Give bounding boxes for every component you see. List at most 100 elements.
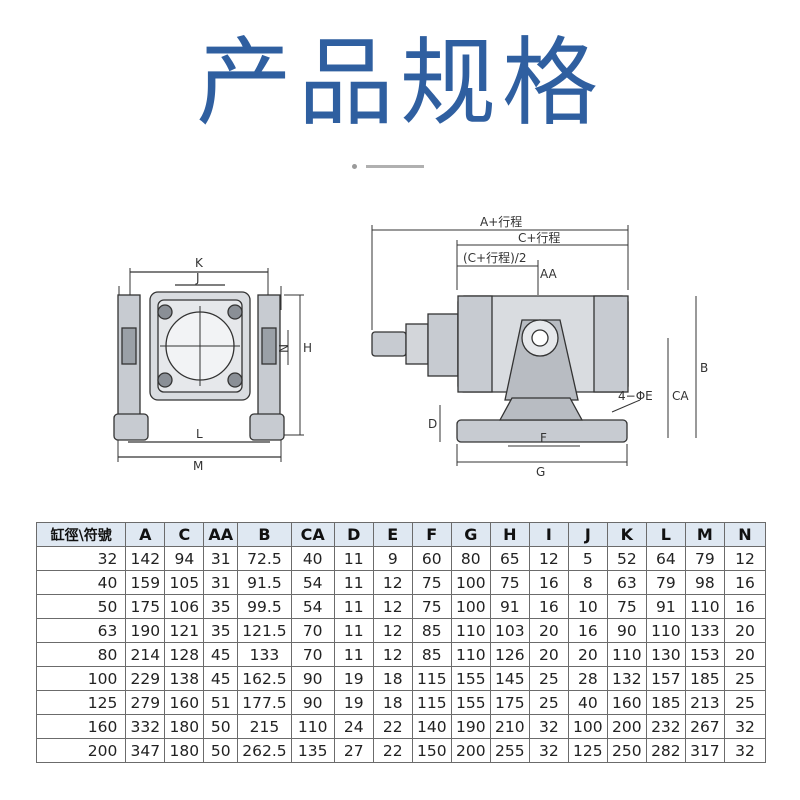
table-cell: 12: [372, 618, 413, 643]
table-cell: 25: [528, 666, 569, 691]
label-B: B: [700, 361, 708, 375]
table-cell: 347: [125, 738, 166, 763]
table-cell: 133: [684, 618, 725, 643]
table-cell: 133: [237, 642, 292, 667]
table-cell: 155: [450, 666, 491, 691]
table-cell: 100: [450, 594, 491, 619]
divider-dot: [352, 164, 357, 169]
table-cell: 215: [237, 714, 292, 739]
table-cell: 25: [723, 666, 767, 691]
table-cell: 185: [684, 666, 725, 691]
table-cell: 125: [567, 738, 608, 763]
table-cell: 75: [606, 594, 647, 619]
label-AA: AA: [540, 267, 558, 281]
table-cell: 282: [645, 738, 686, 763]
table-header-cell: D: [333, 522, 374, 547]
table-cell: 155: [450, 690, 491, 715]
table-cell: 213: [684, 690, 725, 715]
table-cell: 180: [164, 714, 205, 739]
table-cell: 19: [333, 666, 374, 691]
table-cell: 11: [333, 570, 374, 595]
table-cell: 72.5: [237, 546, 292, 571]
table-cell: 64: [645, 546, 686, 571]
table-cell: 25: [723, 690, 767, 715]
table-header-cell: AA: [203, 522, 239, 547]
table-cell: 121.5: [237, 618, 292, 643]
table-cell: 250: [606, 738, 647, 763]
label-C-stroke: C+行程: [518, 230, 560, 245]
label-CA: CA: [672, 389, 689, 403]
table-header-cell: K: [606, 522, 647, 547]
label-K: K: [195, 256, 204, 270]
table-header-cell: G: [450, 522, 491, 547]
table-cell: 45: [203, 642, 239, 667]
table-cell: 65: [489, 546, 530, 571]
drawing-svg: K J N H L M: [113, 214, 708, 479]
label-M: M: [193, 459, 203, 473]
table-cell: 110: [606, 642, 647, 667]
table-header-cell: 缸徑\符號: [35, 522, 127, 547]
table-cell: 12: [528, 546, 569, 571]
table-cell: 12: [372, 594, 413, 619]
table-cell: 12: [372, 570, 413, 595]
label-N: N: [276, 344, 290, 353]
table-cell: 79: [645, 570, 686, 595]
table-cell: 16: [723, 570, 767, 595]
table-cell: 32: [35, 546, 127, 571]
table-cell: 90: [606, 618, 647, 643]
table-cell: 110: [450, 618, 491, 643]
table-cell: 5: [567, 546, 608, 571]
table-header-cell: B: [237, 522, 292, 547]
table-cell: 175: [489, 690, 530, 715]
table-cell: 63: [606, 570, 647, 595]
table-cell: 159: [125, 570, 166, 595]
table-cell: 90: [290, 666, 335, 691]
table-cell: 75: [411, 594, 452, 619]
table-cell: 177.5: [237, 690, 292, 715]
table-cell: 24: [333, 714, 374, 739]
table-cell: 267: [684, 714, 725, 739]
table-header-cell: I: [528, 522, 569, 547]
divider-bar: [366, 165, 424, 168]
technical-drawing: K J N H L M: [0, 200, 800, 490]
table-cell: 91.5: [237, 570, 292, 595]
table-cell: 75: [489, 570, 530, 595]
table-cell: 145: [489, 666, 530, 691]
table-cell: 332: [125, 714, 166, 739]
table-cell: 105: [164, 570, 205, 595]
table-cell: 110: [450, 642, 491, 667]
table-cell: 50: [203, 738, 239, 763]
table-cell: 18: [372, 690, 413, 715]
table-cell: 16: [723, 594, 767, 619]
table-cell: 185: [645, 690, 686, 715]
label-J: J: [195, 271, 200, 285]
table-cell: 255: [489, 738, 530, 763]
table-header-cell: A: [125, 522, 166, 547]
table-cell: 70: [290, 618, 335, 643]
table-cell: 106: [164, 594, 205, 619]
table-cell: 190: [450, 714, 491, 739]
table-cell: 11: [333, 642, 374, 667]
table-cell: 160: [164, 690, 205, 715]
page-title: 产品规格: [196, 27, 604, 139]
table-cell: 100: [450, 570, 491, 595]
table-cell: 214: [125, 642, 166, 667]
table-cell: 8: [567, 570, 608, 595]
table-cell: 31: [203, 546, 239, 571]
table-cell: 11: [333, 618, 374, 643]
table-cell: 40: [35, 570, 127, 595]
table-cell: 138: [164, 666, 205, 691]
table-cell: 135: [290, 738, 335, 763]
table-cell: 110: [645, 618, 686, 643]
table-cell: 25: [528, 690, 569, 715]
table-header-cell: CA: [290, 522, 335, 547]
table-cell: 153: [684, 642, 725, 667]
